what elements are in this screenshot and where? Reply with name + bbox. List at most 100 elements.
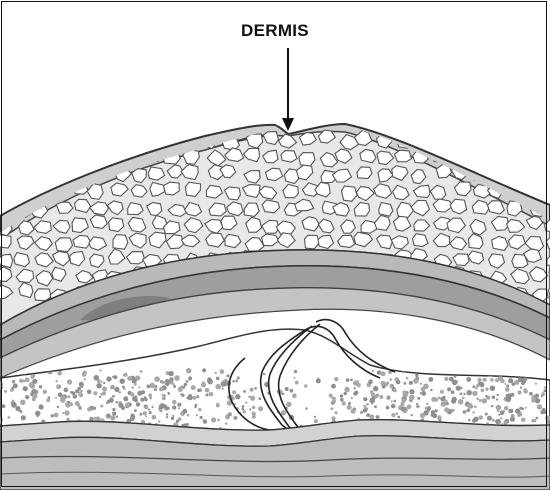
bone-dot bbox=[438, 417, 441, 420]
bone-dot bbox=[363, 397, 367, 401]
bone-dot bbox=[420, 413, 425, 418]
bone-dot bbox=[435, 409, 438, 412]
bone-dot bbox=[348, 402, 351, 405]
fat-cell bbox=[262, 200, 279, 213]
bone-dot bbox=[510, 417, 515, 422]
bone-dot bbox=[172, 405, 176, 409]
bone-dot bbox=[509, 409, 513, 413]
bone-dot bbox=[501, 369, 506, 374]
bone-dot bbox=[286, 402, 291, 407]
bone-dot bbox=[503, 410, 505, 412]
bone-dot bbox=[485, 395, 487, 397]
bone-dot bbox=[535, 383, 537, 385]
bone-dot bbox=[21, 415, 26, 420]
bone-dot bbox=[290, 389, 294, 393]
bone-dot bbox=[386, 397, 388, 399]
bone-dot bbox=[19, 379, 23, 383]
bone-dot bbox=[200, 416, 203, 419]
bone-dot bbox=[203, 420, 207, 424]
bone-dot bbox=[485, 413, 488, 416]
bone-dot bbox=[112, 395, 115, 398]
bone-dot bbox=[167, 392, 169, 394]
bone-dot bbox=[130, 392, 134, 396]
fat-cell bbox=[49, 137, 67, 149]
bone-dot bbox=[520, 386, 522, 388]
fat-cell bbox=[494, 166, 510, 179]
bone-dot bbox=[259, 397, 262, 400]
bone-dot bbox=[145, 416, 147, 418]
bone-dot bbox=[141, 390, 145, 394]
bone-dot bbox=[304, 384, 307, 387]
bone-dot bbox=[374, 405, 377, 408]
fat-cell bbox=[525, 134, 541, 148]
bone-dot bbox=[396, 380, 401, 385]
bone-dot bbox=[4, 390, 7, 393]
bone-dot bbox=[138, 386, 140, 388]
bone-dot bbox=[252, 406, 255, 409]
bone-dot bbox=[202, 381, 205, 384]
fat-cell bbox=[0, 166, 9, 178]
bone-dot bbox=[198, 408, 201, 411]
bone-dot bbox=[495, 378, 499, 382]
bone-dot bbox=[229, 412, 232, 415]
bone-dot bbox=[473, 385, 476, 388]
bone-dot bbox=[285, 387, 289, 391]
bone-dot bbox=[222, 388, 224, 390]
bone-dot bbox=[125, 402, 130, 407]
bone-dot bbox=[354, 387, 356, 389]
bone-dot bbox=[375, 395, 378, 398]
bone-dot bbox=[124, 373, 128, 377]
bone-dot bbox=[79, 393, 83, 397]
fat-cell bbox=[488, 201, 505, 214]
bone-dot bbox=[220, 369, 225, 374]
bone-dot bbox=[67, 395, 70, 398]
bone-dot bbox=[57, 406, 59, 408]
bone-dot bbox=[225, 423, 227, 425]
bone-dot bbox=[376, 415, 380, 419]
bone-dot bbox=[55, 380, 57, 382]
bone-dot bbox=[150, 397, 152, 399]
bone-dot bbox=[429, 377, 433, 381]
bone-dot bbox=[295, 381, 299, 385]
bone-dot bbox=[96, 383, 101, 388]
bone-dot bbox=[541, 395, 543, 397]
bone-dot bbox=[197, 389, 201, 393]
bone-dot bbox=[134, 409, 137, 412]
bone-dot bbox=[483, 378, 487, 382]
bone-dot bbox=[371, 402, 373, 404]
bone-dot bbox=[83, 371, 87, 375]
bone-dot bbox=[379, 395, 383, 399]
bone-dot bbox=[186, 368, 191, 373]
fat-cell bbox=[69, 151, 85, 164]
fat-cell bbox=[146, 131, 160, 145]
bone-dot bbox=[161, 394, 163, 396]
bone-dot bbox=[196, 395, 199, 398]
fat-cell bbox=[416, 135, 432, 147]
fat-cell bbox=[0, 133, 12, 147]
bone-dot bbox=[159, 409, 162, 412]
bone-dot bbox=[32, 389, 37, 394]
bone-dot bbox=[492, 419, 495, 422]
bone-dot bbox=[132, 396, 137, 401]
bone-dot bbox=[172, 383, 175, 386]
bone-dot bbox=[497, 409, 500, 412]
bone-dot bbox=[409, 395, 415, 401]
bone-dot bbox=[75, 401, 80, 406]
bone-dot bbox=[366, 403, 368, 405]
bone-dot bbox=[35, 370, 37, 372]
bone-dot bbox=[523, 388, 527, 392]
bone-dot bbox=[421, 387, 425, 391]
bone-dot bbox=[498, 420, 501, 423]
bone-dot bbox=[30, 384, 35, 389]
fat-cell bbox=[542, 132, 550, 146]
bone-dot bbox=[426, 403, 428, 405]
bone-dot bbox=[542, 410, 546, 414]
bone-dot bbox=[391, 400, 393, 402]
bone-dot bbox=[184, 383, 187, 386]
bone-dot bbox=[510, 393, 514, 397]
bone-dot bbox=[185, 380, 188, 383]
fat-cell bbox=[92, 152, 109, 164]
bone-dot bbox=[472, 411, 474, 413]
fat-cell bbox=[281, 151, 297, 163]
bone-dot bbox=[23, 386, 28, 391]
